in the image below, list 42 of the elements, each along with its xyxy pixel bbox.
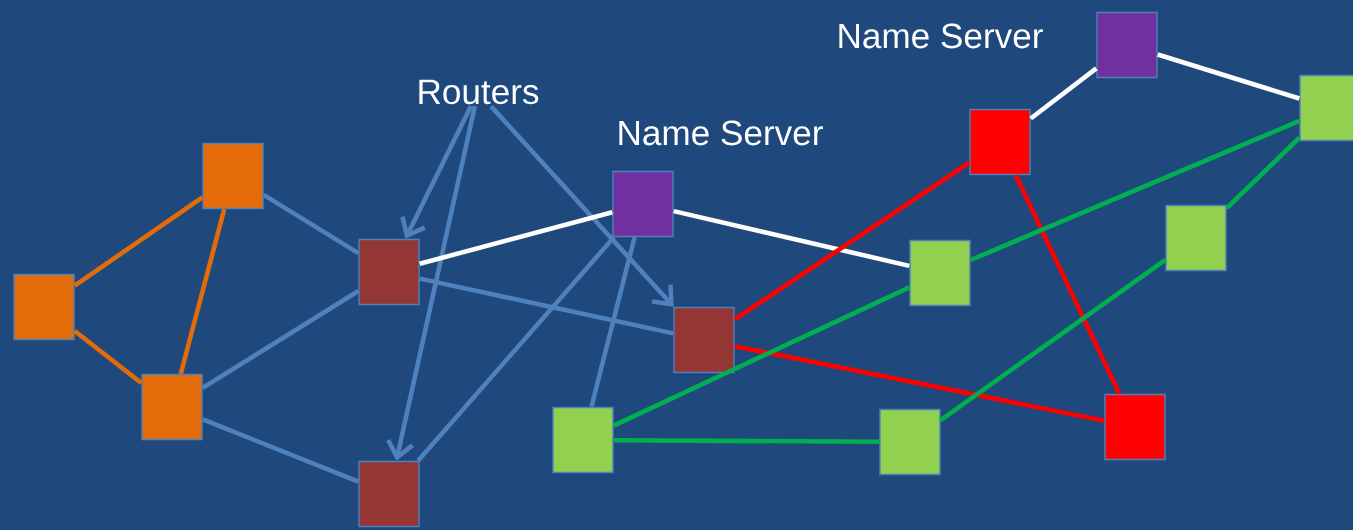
network-node xyxy=(673,306,735,374)
connector-line xyxy=(73,329,143,385)
connector-line xyxy=(1013,174,1122,395)
arrow xyxy=(386,105,478,461)
connector-line xyxy=(612,285,911,428)
arrow xyxy=(400,105,473,239)
connector-line xyxy=(613,437,880,445)
connector-line xyxy=(1225,136,1301,210)
network-node xyxy=(1165,204,1227,272)
connector-line xyxy=(1157,52,1300,101)
node-label: Name Server xyxy=(619,120,823,146)
connector-line xyxy=(969,118,1301,263)
connector-line xyxy=(733,160,971,322)
network-node xyxy=(13,273,75,341)
network-node xyxy=(1299,74,1353,142)
connector-line xyxy=(201,289,360,390)
network-node xyxy=(909,239,971,307)
network-node xyxy=(1096,11,1158,79)
network-node xyxy=(552,406,614,474)
network-node xyxy=(612,170,674,238)
network-node xyxy=(1104,393,1166,461)
connector-line xyxy=(419,276,674,336)
node-label: Name Server xyxy=(839,23,1043,49)
network-node xyxy=(202,142,264,210)
network-node xyxy=(879,408,941,476)
connector-line xyxy=(589,236,637,408)
arrow xyxy=(489,104,674,307)
connector-line xyxy=(939,258,1167,422)
network-node xyxy=(969,108,1031,176)
connector-line xyxy=(262,192,360,256)
connector-line xyxy=(1029,66,1098,121)
connector-line xyxy=(416,235,616,463)
network-node xyxy=(358,460,420,528)
connector-line xyxy=(178,208,227,375)
network-node xyxy=(141,373,203,441)
connector-line xyxy=(73,195,204,288)
connector-line xyxy=(673,208,910,269)
network-node xyxy=(358,238,420,306)
connector-line xyxy=(201,417,360,484)
connector-line xyxy=(734,343,1105,424)
node-label: Routers xyxy=(419,79,539,105)
connector-line xyxy=(419,210,613,266)
